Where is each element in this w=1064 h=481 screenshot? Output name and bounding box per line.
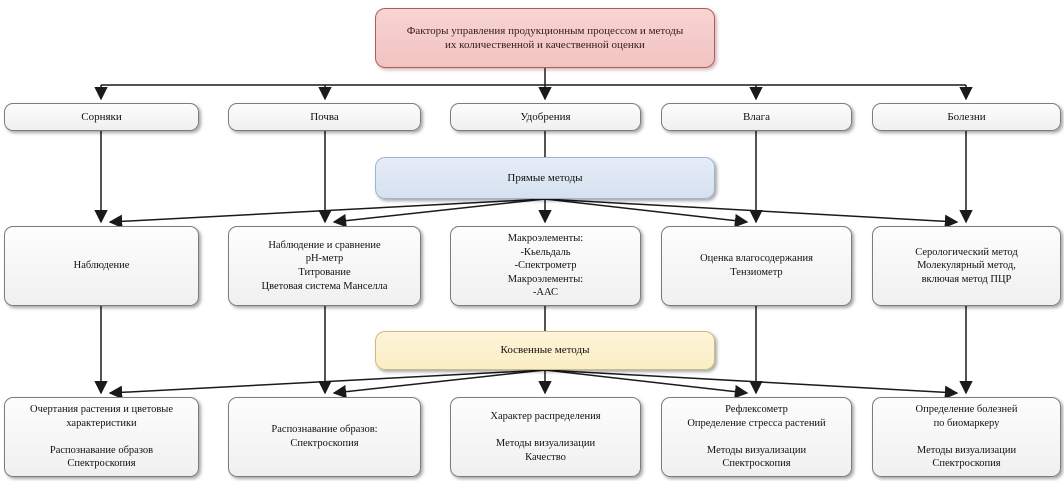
top-connectors bbox=[94, 68, 973, 101]
indirect-method-node-soil: Распознавание образов: Спектроскопия bbox=[228, 397, 421, 477]
title-node: Факторы управления продукционным процесс… bbox=[375, 8, 715, 68]
direct-methods-hub: Прямые методы bbox=[375, 157, 715, 199]
direct-method-node-weeds: Наблюдение bbox=[4, 226, 199, 306]
direct-method-node-moisture: Оценка влагосодержания Тензиометр bbox=[661, 226, 852, 306]
factor-node-soil: Почва bbox=[228, 103, 421, 131]
direct-method-node-diseases: Серологический метод Молекулярный метод,… bbox=[872, 226, 1061, 306]
indirect-method-node-diseases: Определение болезней по биомаркеру Метод… bbox=[872, 397, 1061, 477]
factor-node-diseases: Болезни bbox=[872, 103, 1061, 131]
indirect-method-node-fertilizers: Характер распределения Методы визуализац… bbox=[450, 397, 641, 477]
direct-method-node-fertilizers: Макроэлементы: -Кьельдаль -Спектрометр М… bbox=[450, 226, 641, 306]
indirect-method-node-weeds: Очертания растения и цветовые характерис… bbox=[4, 397, 199, 477]
factor-node-weeds: Сорняки bbox=[4, 103, 199, 131]
indirect-method-node-moisture: Рефлексометр Определение стресса растени… bbox=[661, 397, 852, 477]
direct-method-node-soil: Наблюдение и сравнение pH-метр Титровани… bbox=[228, 226, 421, 306]
indirect-methods-hub: Косвенные методы bbox=[375, 331, 715, 370]
factor-node-fertilizers: Удобрения bbox=[450, 103, 641, 131]
factor-node-moisture: Влага bbox=[661, 103, 852, 131]
